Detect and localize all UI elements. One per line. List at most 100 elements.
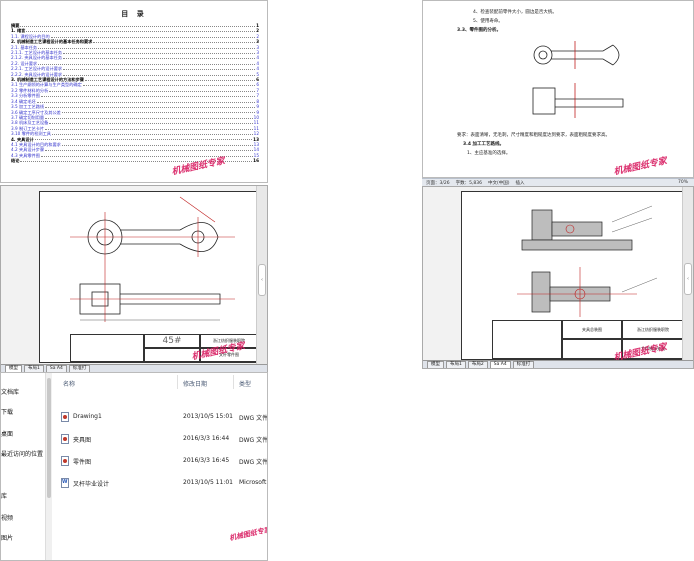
toc-entry-label: 3.4 确定毛坯 [11,98,36,104]
drawing-sheet[interactable]: 夹具总装图 浙江纺织服装职院 专用铣床夹具 [461,191,685,360]
toc-entry[interactable]: 2.2.1. 工艺设计的设计要求 4 [11,66,259,71]
tab-model[interactable]: 模型 [5,365,22,372]
scroll-thumb[interactable]: ‹ [258,264,266,297]
tab-standard[interactable]: 标准打 [68,365,91,372]
toc-entry-page: 6 [256,82,259,88]
revision-table [70,334,144,362]
toc-leader-dots [20,158,253,163]
status-words[interactable]: 字数：5,836 [455,180,482,186]
toc-leader-dots [38,61,256,65]
toc-entry-page: 11 [253,120,259,126]
tab-standard[interactable]: 标准打 [512,361,535,368]
toc-entry-page: 7 [256,93,259,99]
column-header-date[interactable]: 修改日期 [183,381,208,388]
toc-entry-label: 3.8 机床及工艺设备 [11,120,49,126]
tab-model[interactable]: 模型 [427,361,444,368]
tab-a4[interactable]: Sa A4 [45,365,67,372]
file-explorer-window: 文档库 下载 桌面 最近访问的位置 库 视频 图片 名称 修改日期 类型 Dra… [0,372,268,561]
toc-entry[interactable]: 3.2 零件材料的分析 7 [11,88,259,93]
vertical-scrollbar[interactable]: ‹ [256,186,267,364]
status-zoom[interactable]: 70% [677,180,688,185]
toc-leader-dots [40,153,253,157]
file-name: Drawing1 [73,413,102,420]
nav-item-pictures[interactable]: 图片 [1,535,14,542]
toc-entry-page: 2 [256,28,259,34]
blank-cell [562,339,622,359]
nav-item-videos[interactable]: 视频 [1,515,14,522]
file-date: 2013/10/5 15:01 [183,413,233,420]
nav-item-libraries[interactable]: 库 [1,493,8,500]
column-header-type[interactable]: 类型 [239,381,252,388]
school-name: 浙江纺织服装职院 [622,320,684,339]
status-language[interactable]: 中文(中国) [488,180,510,186]
doc-heading: 3.3、零件图的分析。 [457,28,501,33]
toc-entry-page: 2 [256,33,259,39]
nav-scroll-thumb[interactable] [47,378,51,498]
toc-entry-label: 2.2.1. 工艺设计的设计要求 [11,66,63,72]
file-name: 叉杆毕业设计 [73,481,110,488]
toc-entry[interactable]: 3.3 分析零件图 7 [11,93,259,98]
toc-leader-dots [38,45,256,49]
status-page[interactable]: 页面：3/26 [426,180,450,186]
tab-layout2[interactable]: 布局2 [467,361,488,368]
drawing-sheet[interactable]: 45# 浙江纺织服装职院 叉杆零件图 [39,191,259,363]
nav-item-desktop[interactable]: 桌面 [1,431,14,438]
toc-entry-page: 4 [256,66,259,72]
toc-entry-label: 2.1. 基本任务 [11,44,38,50]
nav-item-downloads[interactable]: 下载 [1,409,14,416]
nav-item-recent-places[interactable]: 最近访问的位置 [1,451,44,458]
toc-entry-page: 3 [256,50,259,56]
toc-entry-label: 摘要 [11,23,20,28]
vertical-scrollbar[interactable]: ‹ [682,187,693,360]
nav-scrollbar[interactable] [45,373,52,560]
fixture-drawing [517,205,658,317]
column-divider[interactable] [177,375,178,389]
toc-leader-dots [45,115,253,119]
toc-entry[interactable]: 3.8 机床及工艺设备 11 [11,120,259,125]
status-insert-mode[interactable]: 插入 [515,180,525,186]
scroll-thumb[interactable]: ‹ [684,263,692,296]
toc-entry-page: 7 [256,87,259,93]
tab-layout1[interactable]: 布局1 [24,365,44,372]
tab-layout1[interactable]: 布局1 [446,361,466,368]
toc-entry-label: 3.3 分析零件图 [11,93,40,99]
column-header-name[interactable]: 名称 [63,381,76,388]
toc-leader-dots [45,104,256,108]
watermark: 机械图纸专家 [612,156,668,178]
toc-entry-label: 3.10 零件的检测工具 [11,131,51,137]
nav-item-documents[interactable]: 文档库 [1,389,20,396]
toc-entry-label: 3.2 零件材料的分析 [11,87,49,93]
column-divider[interactable] [233,375,234,389]
tab-a4[interactable]: Sa A4 [489,361,511,368]
toc-entry-page: 4 [256,60,259,66]
file-name: 夹具图 [73,437,92,444]
